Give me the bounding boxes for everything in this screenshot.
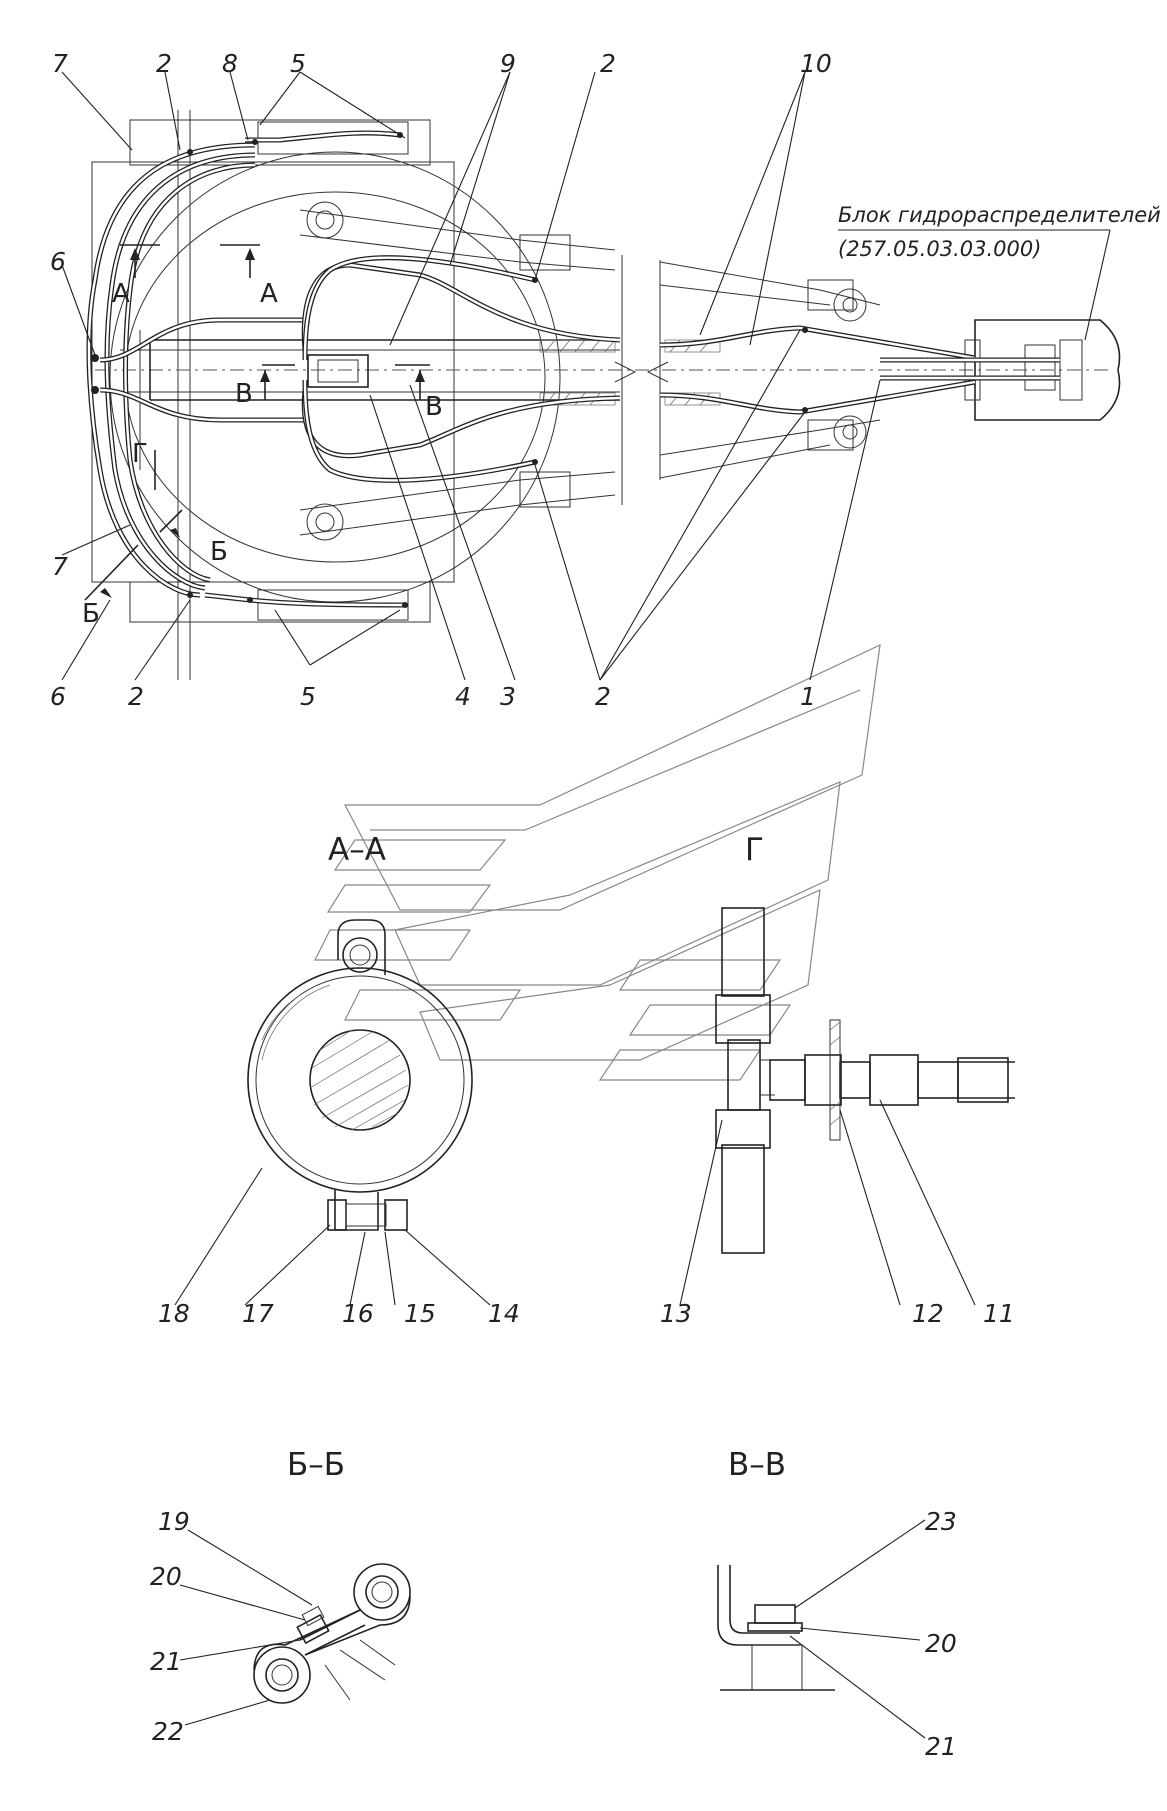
- callout-3: 3: [500, 682, 516, 711]
- callout-20-bb: 20: [150, 1562, 182, 1591]
- callout-22: 22: [152, 1717, 184, 1746]
- callout-7-top: 7: [52, 49, 68, 78]
- valve-block-note-title: Блок гидрораспределителей: [838, 203, 1161, 227]
- cut-mark-a-right: А: [260, 279, 278, 309]
- callout-2-bottom-mid: 2: [595, 682, 611, 711]
- callout-6-bottom: 6: [50, 682, 66, 711]
- tee-fitting: [715, 994, 771, 1044]
- callout-2-top-mid: 2: [600, 49, 616, 78]
- callout-13: 13: [660, 1299, 692, 1328]
- callout-4: 4: [455, 682, 471, 711]
- hose-bundle: [86, 130, 1060, 608]
- callout-21-bb: 21: [150, 1647, 182, 1676]
- callout-20-vv: 20: [925, 1629, 957, 1658]
- callout-23: 23: [925, 1507, 957, 1536]
- valve-block-note-code: (257.05.03.03.000): [838, 237, 1041, 261]
- section-aa-title: А–А: [328, 832, 386, 868]
- callout-12: 12: [912, 1299, 944, 1328]
- cut-mark-a-left: А: [112, 279, 130, 309]
- callout-2-top-left: 2: [156, 49, 172, 78]
- callout-15: 15: [404, 1299, 436, 1328]
- view-g: Г 13 12 11: [660, 832, 1015, 1328]
- callout-6-left: 6: [50, 247, 66, 276]
- callout-21-vv: 21: [925, 1732, 957, 1761]
- valve-block: [974, 319, 1121, 421]
- shaft-section: [309, 1029, 411, 1131]
- callout-11: 11: [983, 1299, 1015, 1328]
- callout-1: 1: [800, 682, 816, 711]
- leader-lines: [61, 71, 1111, 681]
- clamp-ring: [247, 967, 473, 1193]
- callout-19: 19: [158, 1507, 190, 1536]
- callout-2-bottom: 2: [128, 682, 144, 711]
- section-aa: А–А: [158, 832, 520, 1328]
- callout-17: 17: [242, 1299, 274, 1328]
- cut-mark-b-right: Б: [210, 537, 228, 567]
- tee-block: [307, 354, 369, 388]
- callout-9: 9: [500, 49, 516, 78]
- main-plan-view: 7 2 8 5 9 2 10 6 7 6 2 5 4 3 2 1 А А В В…: [50, 49, 1161, 711]
- section-bb-title: Б–Б: [287, 1447, 345, 1483]
- callout-10: 10: [800, 49, 832, 78]
- callout-14: 14: [488, 1299, 520, 1328]
- cut-mark-b-left: Б: [82, 599, 100, 629]
- section-vv-title: В–В: [728, 1447, 786, 1483]
- view-g-title: Г: [745, 832, 764, 868]
- callout-7-left: 7: [52, 552, 68, 581]
- callout-18: 18: [158, 1299, 190, 1328]
- callout-16: 16: [342, 1299, 374, 1328]
- cut-mark-v-left: В: [235, 379, 253, 409]
- section-bb: Б–Б 19 20 21 22: [150, 1447, 411, 1746]
- watermark-logo: [314, 643, 881, 1081]
- section-vv: В–В 23 20 21: [717, 1447, 957, 1761]
- cut-mark-v-right: В: [425, 392, 443, 422]
- callout-5-top: 5: [290, 49, 306, 78]
- callout-8: 8: [222, 49, 238, 78]
- callout-5-bottom: 5: [300, 682, 316, 711]
- cut-mark-g: Г: [132, 439, 148, 469]
